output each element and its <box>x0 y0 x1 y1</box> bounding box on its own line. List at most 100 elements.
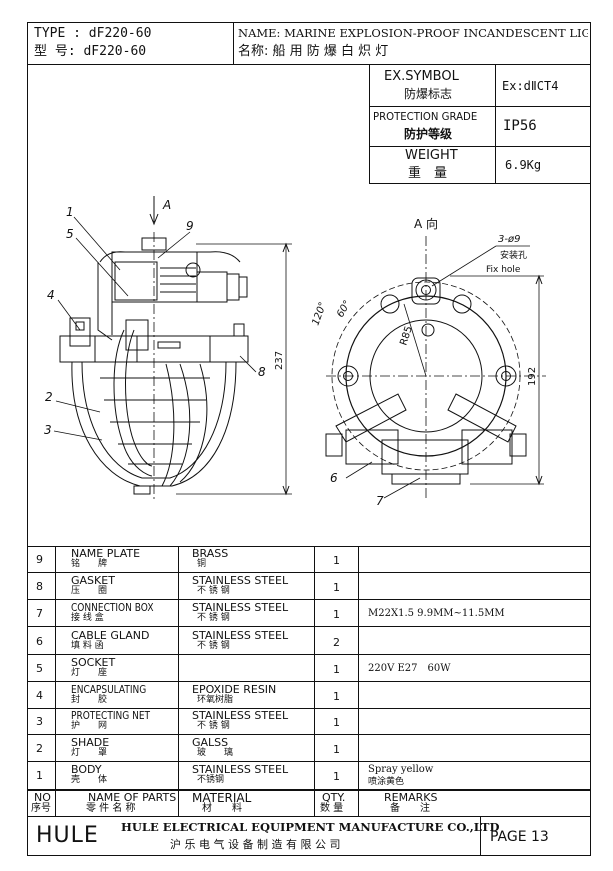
type-label: TYPE : dF220-60 <box>34 26 152 41</box>
part-name-cn: 接 线 盒 <box>71 613 104 623</box>
part-material-cn: 不 锈 钢 <box>197 641 230 651</box>
spec-vdivider <box>495 64 497 184</box>
spec-protection-value: IP56 <box>503 118 537 134</box>
angle-60-label: 60° <box>335 299 353 320</box>
th-remarks: REMARKS <box>384 791 438 804</box>
company-name: HULE ELECTRICAL EQUIPMENT MANUFACTURE CO… <box>121 820 500 834</box>
spec-ex-label: EX.SYMBOL <box>384 69 459 84</box>
top-body-curve <box>99 251 241 263</box>
part-qty: 1 <box>333 690 340 703</box>
part-no: 2 <box>36 742 43 755</box>
socket-holder <box>125 319 149 351</box>
technical-drawing: A A 向 1 5 9 4 8 2 3 6 7 237 192 R85 120°… <box>44 196 546 508</box>
product-name: NAME: MARINE EXPLOSION-PROOF INCANDESCEN… <box>238 26 588 40</box>
dim-237-arrow-top <box>282 242 290 253</box>
part-material: STAINLESS STEEL <box>192 601 289 614</box>
part-remark-2: 喷涂黄色 <box>368 777 405 787</box>
th-material-cn: 材 料 <box>202 803 242 814</box>
part-name-cn: 填 料 函 <box>71 641 104 651</box>
part-qty: 2 <box>333 636 340 649</box>
part-material-cn: 不锈钢 <box>197 775 225 785</box>
th-material: MATERIAL <box>192 791 252 805</box>
lug-top-boss <box>411 277 441 305</box>
part-name-cn: 压 圈 <box>71 586 108 596</box>
dim-192-arrow-top <box>535 274 543 285</box>
part-name-cn: 灯 座 <box>71 668 108 678</box>
angle-120-label: 120° <box>310 301 329 327</box>
part-no: 6 <box>36 635 43 648</box>
part-material-cn: 不 锈 钢 <box>197 586 230 596</box>
th-qty: QTY. <box>322 791 346 804</box>
leader-1 <box>73 216 121 271</box>
part-name: NAME PLATE <box>71 547 141 560</box>
th-name: NAME OF PARTS <box>88 791 177 804</box>
net-wire-2 <box>179 363 208 483</box>
part-material: EPOXIDE RESIN <box>192 683 277 696</box>
right-gland-arm <box>447 393 517 443</box>
part-material-cn: 玻 璃 <box>197 748 234 758</box>
part-name-cn: 灯 罩 <box>71 748 108 758</box>
glass-shade-outer <box>71 361 237 487</box>
leader-9 <box>157 231 191 259</box>
part-no: 5 <box>36 662 43 675</box>
part-qty: 1 <box>333 743 340 756</box>
part-material: STAINLESS STEEL <box>192 709 289 722</box>
spec-protection-label: PROTECTION GRADE <box>373 110 478 123</box>
view-title: A 向 <box>414 216 438 231</box>
leader-6 <box>345 461 373 479</box>
dim-192-label: 192 <box>527 367 538 386</box>
inner-body-circle <box>369 319 483 433</box>
left-gland-arm <box>335 393 407 443</box>
gasket-left-block <box>94 335 138 363</box>
th-no: NO <box>34 791 51 804</box>
left-gland-nut <box>325 433 343 457</box>
leader-8 <box>239 355 257 373</box>
part-no: 4 <box>36 689 43 702</box>
top-cap <box>141 237 167 251</box>
spec-ex-label-cn: 防爆标志 <box>404 87 453 101</box>
part-material: STAINLESS STEEL <box>192 763 289 776</box>
dim-237-arrow-bottom <box>282 485 290 496</box>
left-clamp <box>69 317 91 347</box>
part-qty: 1 <box>333 770 340 783</box>
product-name-box: NAME: MARINE EXPLOSION-PROOF INCANDESCEN… <box>238 26 588 44</box>
drawing-frame <box>27 22 591 856</box>
part-remark: M22X1.5 9.9MM~11.5MM <box>368 608 505 619</box>
gland-nut-1 <box>226 273 240 301</box>
page-number: PAGE 13 <box>490 829 549 845</box>
right-bolt <box>233 323 245 337</box>
part-name: SOCKET <box>71 656 116 669</box>
part-name-cn: 壳 体 <box>71 775 108 785</box>
hole-spec: 3-ø9 <box>498 234 520 245</box>
part-qty: 1 <box>333 581 340 594</box>
part-remark: 220V E27 60W <box>368 663 451 674</box>
front-view <box>325 236 546 499</box>
spec-weight-label: WEIGHT <box>405 148 458 163</box>
side-view <box>53 196 292 500</box>
footer-top-line <box>27 816 591 818</box>
part-material-cn: 环氧树脂 <box>197 695 234 705</box>
part-material: GALSS <box>192 736 229 749</box>
part-no: 1 <box>36 769 43 782</box>
leader-2 <box>55 400 101 413</box>
junction-body <box>111 251 198 303</box>
hole-spec-cn: 安装孔 <box>500 249 527 261</box>
part-qty: 1 <box>333 716 340 729</box>
callout-2: 2 <box>45 390 53 404</box>
bottom-nut <box>133 485 151 495</box>
callout-1: 1 <box>66 205 74 219</box>
leader-4 <box>57 299 81 331</box>
header-row-top <box>27 790 591 791</box>
glass-shade-inner <box>81 361 227 479</box>
lug-right-hole <box>501 371 511 381</box>
lug-left-hole <box>343 371 353 381</box>
lug-upper-right <box>452 294 472 314</box>
part-no: 9 <box>36 553 43 566</box>
product-name-cn: 名称: 船 用 防 爆 白 炽 灯 <box>238 44 389 59</box>
